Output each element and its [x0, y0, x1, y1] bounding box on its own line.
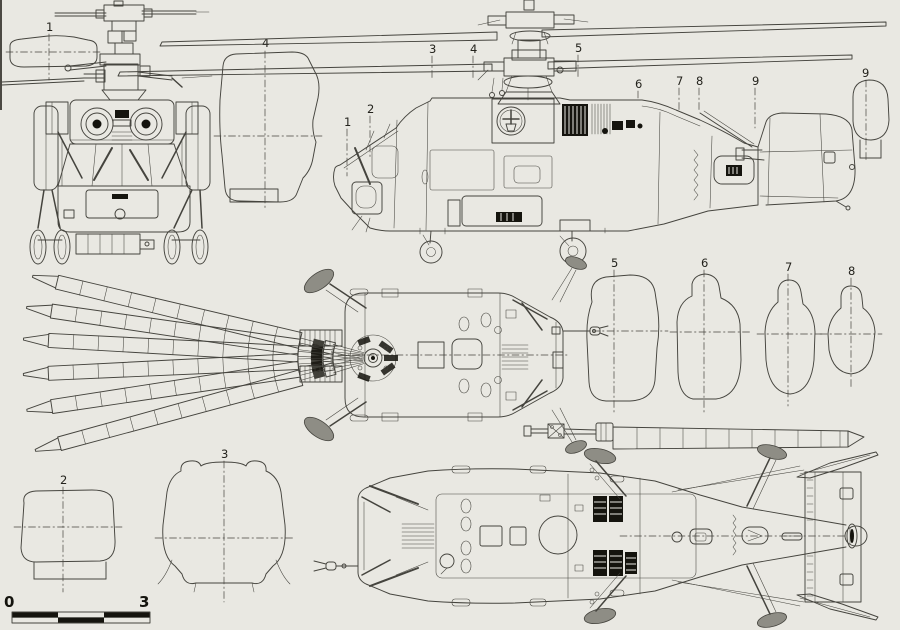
section-1-label: 1 — [46, 20, 53, 34]
callout-5: 5 — [575, 41, 582, 55]
section-8-label: 8 — [848, 264, 855, 278]
section-5: 5 — [577, 256, 669, 413]
section-3-label: 3 — [221, 447, 228, 461]
section-2: 2 — [13, 473, 123, 593]
plan-view — [22, 256, 609, 459]
callout-9: 9 — [752, 74, 759, 88]
bottom-view-gear — [583, 444, 787, 628]
section-4: 4 — [213, 36, 323, 209]
callout-4: 4 — [470, 42, 477, 56]
section-8: 8 — [819, 264, 883, 389]
side-view-rotor-blades — [117, 21, 887, 98]
scale-bar: 0 3 — [4, 593, 151, 624]
plan-landing-gear — [303, 256, 587, 454]
bottom-view-stabilizer — [671, 451, 879, 621]
spare-rotor-blade — [523, 422, 865, 450]
side-view-tail — [699, 110, 856, 211]
section-7: 7 — [756, 260, 825, 407]
side-view-callouts: 1 2 3 4 5 6 7 8 9 — [344, 41, 759, 177]
callout-3: 3 — [429, 42, 436, 56]
section-6: 6 — [669, 256, 751, 413]
bottom-view — [313, 444, 879, 628]
callout-8: 8 — [696, 74, 703, 88]
section-1: 1 — [5, 20, 102, 81]
section-9-label: 9 — [862, 66, 869, 80]
callout-6: 6 — [635, 77, 642, 91]
section-7-label: 7 — [785, 260, 792, 274]
section-2-label: 2 — [60, 473, 67, 487]
side-view-rotor-hub — [477, 0, 589, 105]
section-4-label: 4 — [262, 36, 269, 50]
scale-max-label: 3 — [139, 593, 149, 611]
section-9: 9 — [852, 66, 890, 163]
side-view: 1 2 3 4 5 6 7 8 9 — [117, 0, 887, 265]
scale-min-label: 0 — [4, 593, 14, 611]
plan-rotor-hub — [349, 334, 398, 382]
scan-artifacts — [0, 0, 2, 110]
callout-2: 2 — [367, 102, 374, 116]
plan-exhaust-grilles — [299, 329, 343, 383]
front-view — [1, 0, 213, 265]
section-5-label: 5 — [611, 256, 618, 270]
bottom-exhaust-grilles — [593, 496, 637, 576]
callout-7: 7 — [676, 74, 683, 88]
section-6-label: 6 — [701, 256, 708, 270]
callout-1: 1 — [344, 115, 351, 129]
section-3: 3 — [154, 447, 294, 603]
